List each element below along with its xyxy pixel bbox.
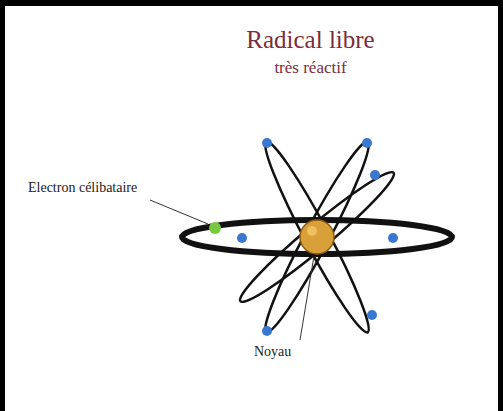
orbits: [182, 136, 452, 338]
frame-top: [0, 0, 503, 6]
electrons: [237, 138, 398, 336]
part-label: Noyau: [254, 344, 291, 360]
subtitle: très réactif: [0, 58, 503, 78]
frame-right: [498, 0, 503, 411]
unpaired-electron: [209, 222, 221, 234]
title: Radical libre: [0, 26, 503, 54]
frame-left: [0, 0, 5, 411]
leader-line: [150, 200, 208, 224]
nucleus-shine: [307, 226, 317, 236]
leader-line: [300, 256, 314, 340]
part-label: Electron célibataire: [28, 180, 137, 196]
nucleus: [300, 220, 334, 254]
